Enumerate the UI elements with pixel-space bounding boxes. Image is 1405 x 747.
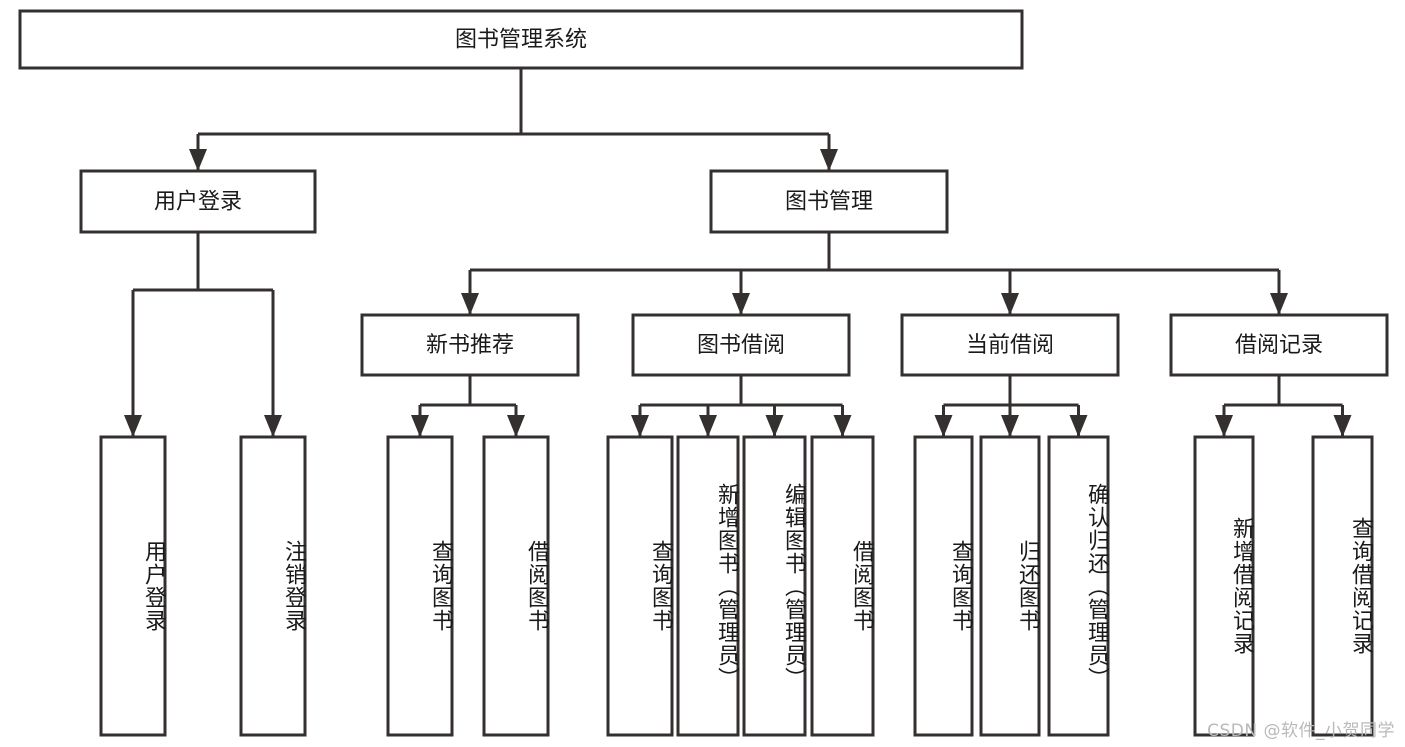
arrowhead-icon bbox=[461, 293, 479, 315]
edge-group-book-manage bbox=[461, 232, 1288, 315]
node-user-login[interactable]: 用户登录 bbox=[79, 169, 317, 234]
node-borrow-record[interactable]: 借阅记录 bbox=[1169, 313, 1389, 377]
node-leaf-user-login[interactable] bbox=[99, 435, 167, 737]
watermark-text: CSDN @软件_小贺同学 bbox=[1207, 721, 1395, 741]
node-new-book-rec[interactable]: 新书推荐 bbox=[360, 313, 580, 377]
arrowhead-icon bbox=[765, 415, 784, 437]
arrowhead-icon bbox=[833, 415, 852, 437]
arrowhead-icon bbox=[507, 415, 525, 437]
arrowhead-icon bbox=[934, 415, 953, 437]
node-box-book-manage bbox=[709, 169, 949, 234]
node-box-leaf-return-book bbox=[979, 435, 1041, 737]
node-leaf-borrow-book-rec[interactable] bbox=[482, 435, 550, 737]
node-box-current-borrow bbox=[900, 313, 1120, 377]
arrowhead-icon bbox=[1069, 415, 1088, 437]
arrowhead-icon bbox=[411, 415, 429, 437]
node-box-book-borrow bbox=[631, 313, 851, 377]
node-leaf-borrow-book-bor[interactable] bbox=[810, 435, 875, 737]
node-box-root bbox=[18, 9, 1024, 70]
arrowhead-icon bbox=[820, 149, 838, 171]
arrowhead-icon bbox=[631, 415, 649, 437]
node-leaf-query-book-bor[interactable] bbox=[606, 435, 674, 737]
node-current-borrow[interactable]: 当前借阅 bbox=[900, 313, 1120, 377]
node-book-manage[interactable]: 图书管理 bbox=[709, 169, 949, 234]
arrowhead-icon bbox=[1001, 293, 1019, 315]
node-label-borrow-record: 借阅记录 bbox=[1235, 333, 1323, 358]
node-label-root: 图书管理系统 bbox=[455, 28, 587, 53]
edge-group-book-borrow bbox=[631, 375, 852, 437]
arrowhead-icon bbox=[264, 415, 282, 437]
arrowhead-icon bbox=[1001, 415, 1019, 437]
node-box-leaf-query-record bbox=[1311, 435, 1374, 737]
node-box-leaf-confirm-return bbox=[1047, 435, 1110, 737]
node-box-leaf-query-book-rec bbox=[386, 435, 454, 737]
node-box-leaf-user-login bbox=[99, 435, 167, 737]
node-label-book-borrow: 图书借阅 bbox=[697, 333, 785, 358]
node-book-borrow[interactable]: 图书借阅 bbox=[631, 313, 851, 377]
node-box-leaf-edit-book bbox=[742, 435, 807, 737]
node-box-leaf-add-book bbox=[676, 435, 740, 737]
edge-group-new-book-rec bbox=[411, 375, 525, 437]
node-leaf-edit-book[interactable] bbox=[742, 435, 807, 737]
node-leaf-return-book[interactable] bbox=[979, 435, 1041, 737]
node-box-leaf-user-logout bbox=[239, 435, 307, 737]
node-box-new-book-rec bbox=[360, 313, 580, 377]
node-leaf-confirm-return[interactable] bbox=[1047, 435, 1110, 737]
node-box-leaf-borrow-book-bor bbox=[810, 435, 875, 737]
arrowhead-icon bbox=[124, 415, 142, 437]
node-box-user-login bbox=[79, 169, 317, 234]
arrowhead-icon bbox=[732, 293, 750, 315]
node-leaf-query-book-cur[interactable] bbox=[913, 435, 974, 737]
node-root[interactable]: 图书管理系统 bbox=[18, 9, 1024, 70]
node-label-current-borrow: 当前借阅 bbox=[966, 333, 1054, 358]
node-box-borrow-record bbox=[1169, 313, 1389, 377]
node-leaf-add-record[interactable] bbox=[1193, 435, 1255, 737]
node-label-book-manage: 图书管理 bbox=[785, 190, 873, 215]
node-box-leaf-query-book-bor bbox=[606, 435, 674, 737]
arrowhead-icon bbox=[699, 415, 717, 437]
edge-group-root bbox=[189, 68, 838, 171]
node-label-new-book-rec: 新书推荐 bbox=[426, 333, 514, 358]
arrowhead-icon bbox=[1333, 415, 1352, 437]
arrowhead-icon bbox=[1215, 415, 1233, 437]
node-leaf-add-book[interactable] bbox=[676, 435, 740, 737]
node-box-leaf-add-record bbox=[1193, 435, 1255, 737]
edge-group-borrow-record bbox=[1215, 375, 1352, 437]
node-box-leaf-borrow-book-rec bbox=[482, 435, 550, 737]
node-label-user-login: 用户登录 bbox=[154, 190, 242, 215]
node-leaf-query-record[interactable] bbox=[1311, 435, 1374, 737]
arrowhead-icon bbox=[1270, 293, 1288, 315]
edge-group-current-borrow bbox=[934, 375, 1088, 437]
edges-layer bbox=[124, 68, 1352, 437]
node-leaf-user-logout[interactable] bbox=[239, 435, 307, 737]
node-box-leaf-query-book-cur bbox=[913, 435, 974, 737]
edge-group-user-login bbox=[124, 232, 282, 437]
arrowhead-icon bbox=[189, 149, 207, 171]
node-leaf-query-book-rec[interactable] bbox=[386, 435, 454, 737]
